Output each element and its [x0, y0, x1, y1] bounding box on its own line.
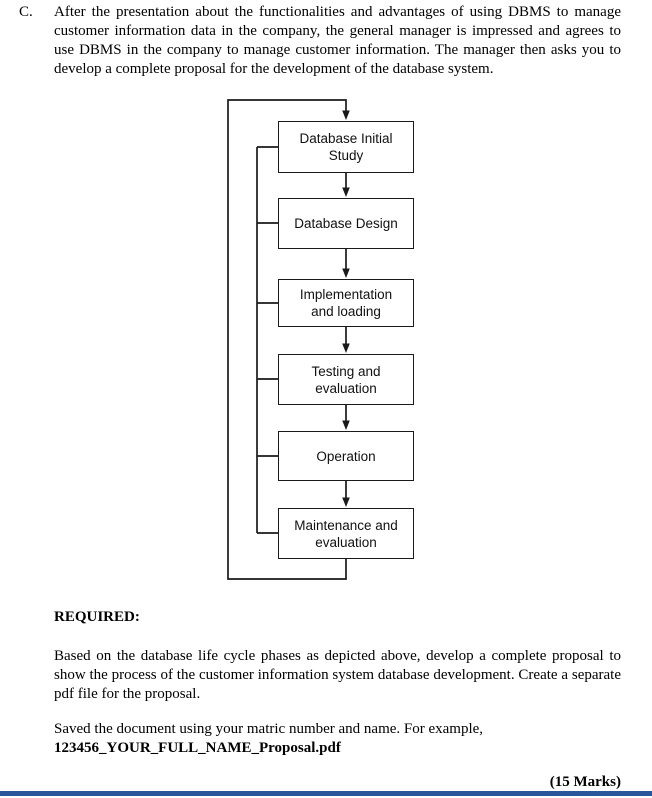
arrow-down-icon: [342, 497, 350, 507]
flowchart-box-implementation-and-loading: Implementation and loading: [278, 279, 414, 327]
footer-divider-bar: [0, 791, 652, 796]
question-text: After the presentation about the functio…: [54, 4, 621, 77]
flowchart-box-database-design: Database Design: [278, 198, 414, 249]
arrow-down-icon: [342, 268, 350, 278]
flowchart-box-database-initial-study: Database Initial Study: [278, 121, 414, 173]
question-block: C. After the presentation about the func…: [0, 0, 652, 79]
required-heading: REQUIRED:: [54, 609, 140, 625]
outer-feedback-loop: [227, 99, 347, 580]
filename-example: 123456_YOUR_FULL_NAME_Proposal.pdf: [54, 740, 341, 756]
arrowheads: [342, 110, 350, 507]
arrow-down-icon: [342, 343, 350, 353]
question-label: C.: [19, 4, 33, 20]
dblc-flowchart: Database Initial Study Database Design I…: [0, 97, 652, 589]
instruction-paragraph: Based on the database life cycle phases …: [54, 648, 621, 702]
save-note: Saved the document using your matric num…: [54, 721, 484, 737]
arrow-down-icon: [342, 110, 350, 120]
flowchart-box-maintenance-and-evaluation: Maintenance and evaluation: [278, 508, 414, 559]
flowchart-box-testing-and-evaluation: Testing and evaluation: [278, 354, 414, 405]
arrow-down-icon: [342, 420, 350, 430]
flowchart-box-operation: Operation: [278, 431, 414, 481]
arrow-down-icon: [342, 187, 350, 197]
marks-label: (15 Marks): [549, 774, 621, 790]
flowchart-connectors: [227, 99, 350, 580]
connector-lines: [227, 99, 347, 580]
